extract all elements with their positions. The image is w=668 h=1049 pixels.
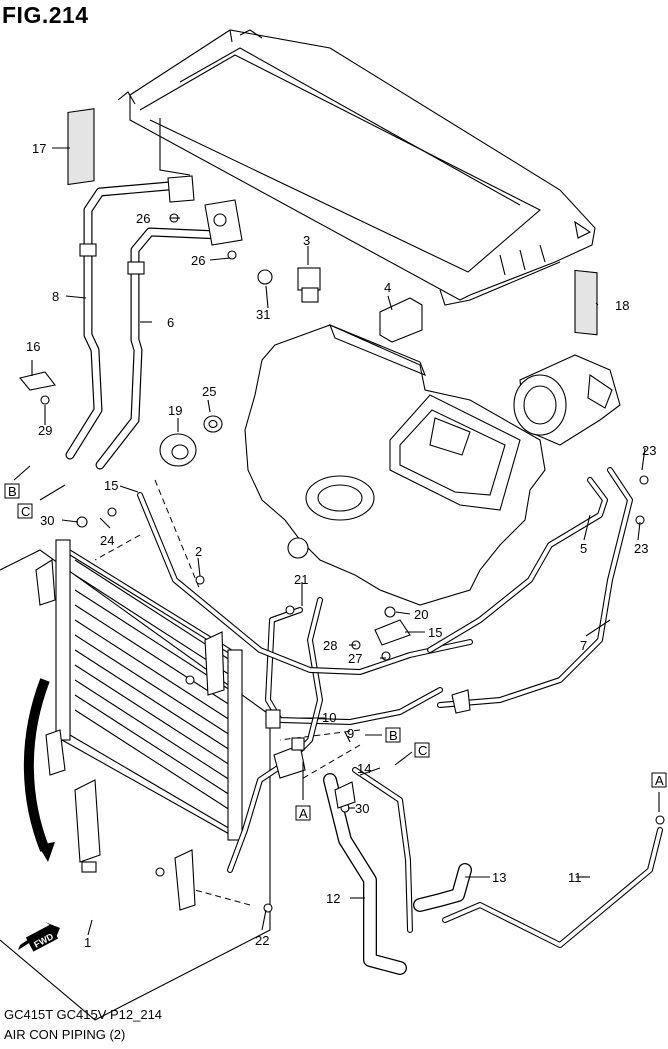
heater-case: [244, 324, 546, 606]
callout-6: 6: [167, 315, 174, 330]
ref-a-top: A: [651, 772, 667, 812]
callout-28: 28: [323, 638, 337, 653]
callout-13: 13: [492, 870, 506, 885]
callout-4: 4: [384, 280, 391, 295]
callout-11: 11: [568, 870, 582, 885]
grommet-25: [203, 415, 223, 433]
callout-21: 21: [294, 572, 308, 587]
callout-16: 16: [26, 339, 40, 354]
ref-a-bottom-label: A: [299, 806, 308, 821]
callout-26-top: 26: [136, 211, 150, 226]
pipe-6-ring: [127, 261, 145, 275]
block-fitting-top: [167, 175, 195, 203]
ref-b-left: B: [4, 465, 31, 499]
callout-5: 5: [580, 541, 587, 556]
bracket-14: [334, 781, 356, 809]
clip-16: [19, 371, 56, 391]
relay-3: [297, 267, 321, 303]
callout-19: 19: [168, 403, 182, 418]
grommet-31: [257, 269, 273, 285]
ref-b-left-label: B: [8, 484, 17, 499]
callout-10: 10: [322, 710, 336, 725]
description-line: AIR CON PIPING (2): [4, 1027, 126, 1042]
grommet-19: [159, 433, 197, 467]
ref-a-bottom: A: [295, 762, 311, 821]
pipe-8-ring: [79, 243, 97, 257]
callout-22: 22: [255, 933, 269, 948]
callout-26-bottom: 26: [191, 253, 205, 268]
ref-b-right: B: [365, 727, 401, 743]
callout-1: 1: [84, 935, 91, 950]
o-ring-11: [655, 815, 665, 825]
callout-3: 3: [303, 233, 310, 248]
callout-20: 20: [414, 607, 428, 622]
callout-15-center: 15: [428, 625, 442, 640]
callout-14: 14: [357, 761, 371, 776]
callout-31: 31: [256, 307, 270, 322]
callout-17: 17: [32, 141, 46, 156]
clamp-pipe: [451, 689, 471, 714]
compressor: [513, 354, 621, 446]
figure-title: FIG.214: [2, 2, 89, 28]
callout-18: 18: [615, 298, 629, 313]
callout-9: 9: [347, 726, 354, 741]
callout-7: 7: [580, 638, 587, 653]
callout-29: 29: [38, 423, 52, 438]
ref-c-left: C: [17, 484, 66, 519]
module-4: [379, 297, 423, 343]
pad-18: [574, 269, 598, 336]
callout-30-center: 30: [355, 801, 369, 816]
callout-8: 8: [52, 289, 59, 304]
ref-c-right-label: C: [418, 743, 427, 758]
callout-labels: 17 26 26 3 4 31 18 8 6 16 29 25 19 15 24…: [26, 141, 656, 950]
evaporator-unit: [117, 29, 596, 306]
bracket-15: [374, 619, 411, 646]
callout-27: 27: [348, 651, 362, 666]
callout-24: 24: [100, 533, 114, 548]
ref-a-top-label: A: [655, 773, 664, 788]
fwd-arrow: FWD: [18, 922, 60, 952]
ref-c-left-label: C: [21, 504, 30, 519]
callout-25: 25: [202, 384, 216, 399]
condenser: [0, 539, 271, 1021]
callout-2: 2: [195, 544, 202, 559]
callout-23-bottom: 23: [634, 541, 648, 556]
leader-lines: [31, 147, 646, 936]
callout-23-top: 23: [642, 443, 656, 458]
callout-12: 12: [326, 891, 340, 906]
model-line: GC415T GC415V P12_214: [4, 1007, 163, 1022]
callout-30-left: 30: [40, 513, 54, 528]
callout-15-left: 15: [104, 478, 118, 493]
ref-c-right: C: [394, 742, 430, 766]
receiver-block: [265, 709, 306, 779]
pad-17: [67, 108, 95, 186]
ref-b-right-label: B: [389, 728, 398, 743]
